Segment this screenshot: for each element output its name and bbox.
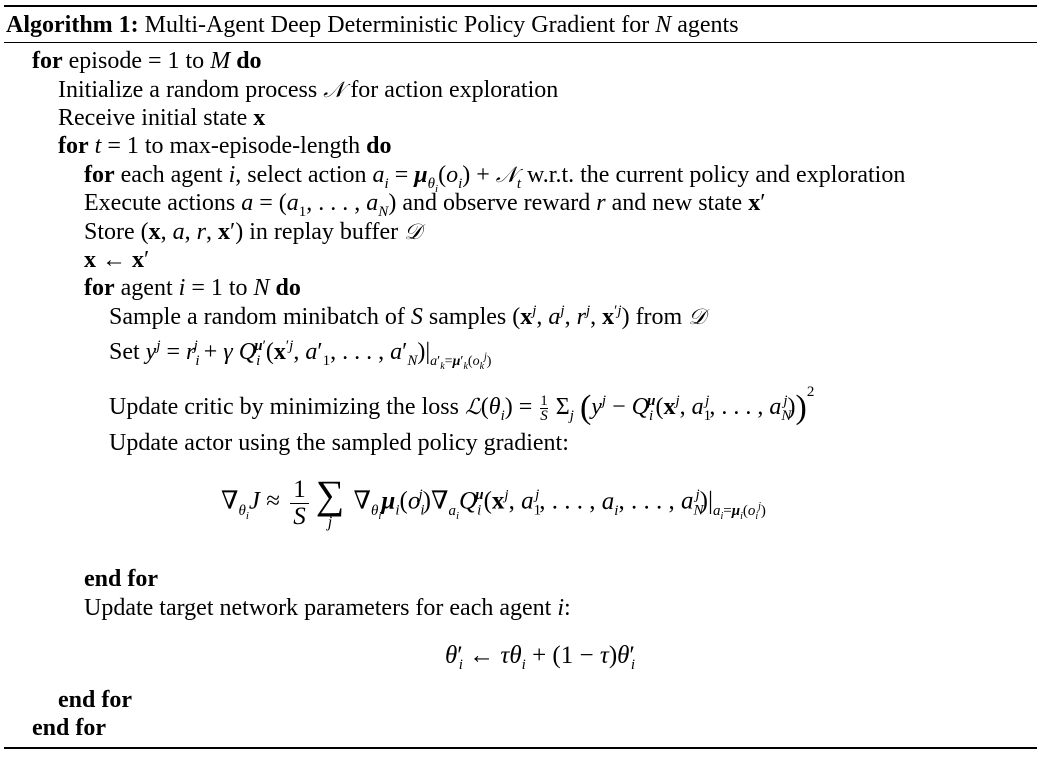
- algo-line-13: Update actor using the sampled policy gr…: [109, 429, 569, 457]
- text-each-agent: each agent: [120, 162, 223, 188]
- text-max-len: max-episode-length: [169, 133, 361, 159]
- keyword-do: do: [275, 275, 301, 301]
- algo-line-10: Sample a random minibatch of S samples (…: [109, 303, 706, 331]
- algo-line-19: end for: [32, 714, 106, 742]
- target-update-equation: θ′i ← τθi + (1 − τ)θ′i: [445, 642, 636, 673]
- text-init-a: Initialize a random process: [58, 77, 318, 103]
- text-select-action: select action: [247, 162, 367, 188]
- algorithm-title: Multi-Agent Deep Deterministic Policy Gr…: [144, 12, 739, 38]
- algo-line-9: for agent i = 1 to N do: [84, 275, 301, 301]
- text-sample: Sample a random minibatch of: [109, 304, 405, 330]
- bottom-rule: [4, 747, 1037, 749]
- text-replay: in replay buffer: [249, 219, 399, 245]
- text-store: Store: [84, 219, 135, 245]
- text-observe: and observe reward: [402, 190, 591, 216]
- algorithm-caption: Algorithm 1: Multi-Agent Deep Determinis…: [6, 10, 739, 40]
- keyword-do: do: [366, 133, 392, 159]
- algo-line-2: Initialize a random process 𝒩 for action…: [58, 77, 559, 103]
- sum-over-j: ∑j: [315, 472, 345, 531]
- text-actor: Update actor using the sampled policy gr…: [109, 430, 569, 456]
- text-target: Update target network parameters for eac…: [84, 595, 552, 621]
- text-wrt: w.r.t. the current policy and exploratio…: [527, 162, 906, 188]
- algo-line-11: Set yj = rij + γ Qiμ′(x′j, a′1, . . . , …: [109, 338, 492, 372]
- text-from: from: [635, 304, 683, 330]
- keyword-for: for: [32, 48, 63, 74]
- algo-line-1: for episode = 1 to M do: [32, 48, 262, 74]
- algo-line-6: Execute actions a = (a1, . . . , aN) and…: [84, 190, 766, 220]
- keyword-for: for: [58, 133, 89, 159]
- text-new-state: and new state: [611, 190, 743, 216]
- keyword-end-for: end for: [58, 687, 132, 713]
- keyword-end-for: end for: [32, 715, 106, 741]
- text-execute: Execute actions: [84, 190, 236, 216]
- keyword-for: for: [84, 275, 115, 301]
- text-set: Set: [109, 339, 140, 365]
- top-rule: [4, 5, 1037, 7]
- text-init-b: for action exploration: [350, 77, 559, 103]
- caption-rule: [4, 42, 1037, 43]
- keyword-do: do: [236, 48, 262, 74]
- keyword-for: for: [84, 162, 115, 188]
- text-agent: agent: [120, 275, 173, 301]
- algo-line-8: x ← x′: [84, 247, 150, 273]
- text-critic: Update critic by minimizing the loss: [109, 394, 459, 420]
- keyword-end-for: end for: [84, 566, 158, 592]
- text-to: to: [228, 275, 248, 301]
- text-receive: Receive initial state: [58, 105, 248, 131]
- text-to: to: [144, 133, 164, 159]
- algo-line-12: Update critic by minimizing the loss ℒ(θ…: [109, 384, 815, 426]
- algo-line-15: end for: [84, 565, 158, 593]
- algo-line-16: Update target network parameters for eac…: [84, 595, 571, 621]
- algo-line-18: end for: [58, 686, 132, 714]
- algorithm-label: Algorithm 1:: [6, 12, 139, 38]
- text-samples: samples: [428, 304, 507, 330]
- text-episode: episode: [68, 48, 142, 74]
- algo-line-3: Receive initial state x: [58, 105, 266, 131]
- algo-line-4: for t = 1 to max-episode-length do: [58, 133, 392, 159]
- text-to: to: [185, 48, 205, 74]
- algo-line-7: Store (x, a, r, x′) in replay buffer 𝒟: [84, 219, 422, 245]
